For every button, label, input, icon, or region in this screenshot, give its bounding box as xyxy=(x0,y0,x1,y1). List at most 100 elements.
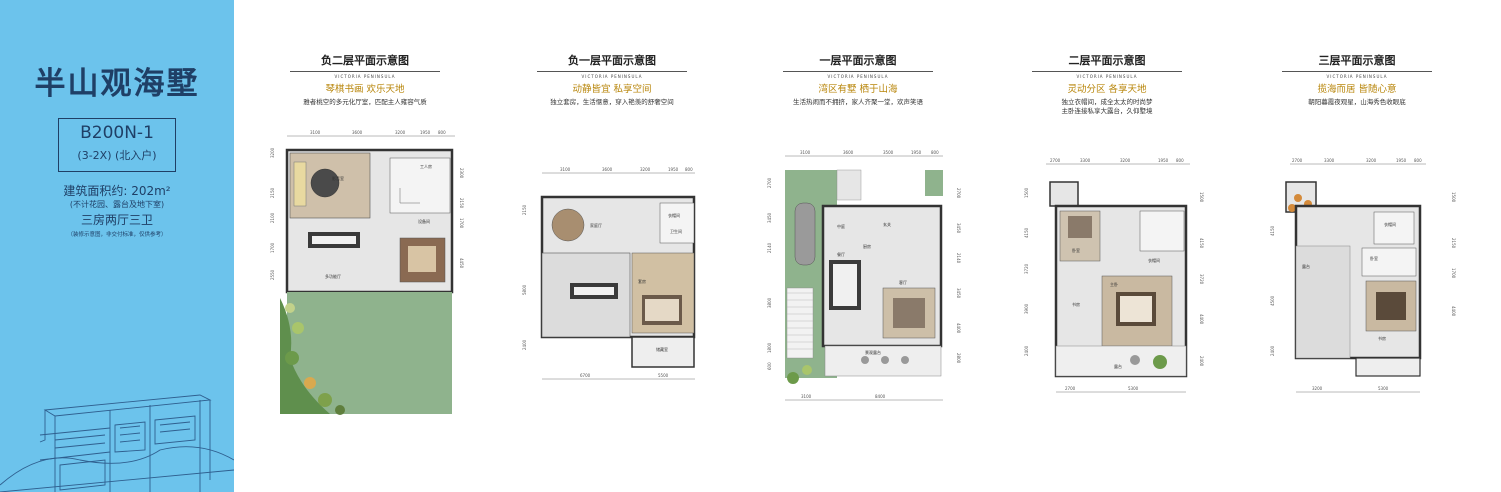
room-label: 套房 xyxy=(638,278,646,284)
floor-3-plan: 2700 3300 3200 1950 800 4150 4500 2400 1… xyxy=(1270,158,1456,393)
room-label: 衣帽间 xyxy=(668,212,680,218)
dim-label: 3720 xyxy=(1199,274,1204,285)
dim-label: 4150 xyxy=(1199,238,1204,249)
dimension-top: 3100 3600 3200 1950 800 xyxy=(542,167,695,174)
room-label: 设备间 xyxy=(418,218,430,224)
room-layout: 三房两厅三卫 xyxy=(80,213,153,227)
dim-label: 2300 xyxy=(459,168,464,179)
divider xyxy=(1032,71,1182,72)
model-subtitle: (3-2X) (北入户) xyxy=(77,149,157,162)
floor-1-tagline: 湾区有墅 栖于山海 xyxy=(818,84,898,95)
room-label: 卧室 xyxy=(1370,255,1378,261)
dimension-right: 2700 3450 2140 3450 4400 2800 xyxy=(956,188,961,364)
dim-label: 5300 xyxy=(1378,386,1389,391)
room-label: 多功能厅 xyxy=(325,273,341,279)
room-label: 景观露台 xyxy=(865,349,881,355)
floor-1-header: 一层平面示意图 VICTORIA PENINSULA 湾区有墅 栖于山海 生活热… xyxy=(778,52,938,107)
dim-label: 3100 xyxy=(800,150,811,155)
area-note: (不计花园、露台及地下室) xyxy=(69,200,165,209)
dimension-left: 4150 4500 2400 xyxy=(1270,225,1275,356)
dim-label: 800 xyxy=(1176,158,1184,163)
brand-label: VICTORIA PENINSULA xyxy=(581,74,643,79)
room-label: 露台 xyxy=(1114,363,1122,369)
dim-label: 2550 xyxy=(270,269,275,280)
brand-label: VICTORIA PENINSULA xyxy=(334,74,396,79)
villa-sketch-illustration xyxy=(0,394,234,492)
dim-label: 1950 xyxy=(1158,158,1169,163)
floor-2-tagline: 灵动分区 各享天地 xyxy=(1067,84,1147,95)
floor-b2-header: 负二层平面示意图 VICTORIA PENINSULA 琴棋书画 欢乐天地 雅者… xyxy=(285,52,445,107)
project-title: 半山观海墅 xyxy=(34,66,200,102)
divider xyxy=(783,71,933,72)
dim-label: 2700 xyxy=(1292,158,1303,163)
dim-label: 800 xyxy=(685,167,693,172)
dim-label: 2700 xyxy=(956,188,961,199)
room-label: 卧室 xyxy=(1072,247,1080,253)
dim-label: 1500 xyxy=(1024,187,1029,198)
floor-b2-plan: 3100 3600 3200 1950 800 2300 2150 1700 4… xyxy=(270,130,464,415)
dim-label: 4500 xyxy=(1270,295,1275,306)
floor-b1-title: 负一层平面示意图 xyxy=(568,54,656,67)
dim-label: 4150 xyxy=(1270,225,1275,236)
dimension-left: 2700 3450 2140 3800 1800 600 xyxy=(767,177,772,370)
dim-label: 4400 xyxy=(1451,306,1456,317)
dim-label: 3100 xyxy=(801,394,812,399)
room-label: 餐厅 xyxy=(837,251,845,257)
room-label: 储藏室 xyxy=(656,346,668,352)
dimension-right: 2300 2150 1700 4450 xyxy=(459,168,464,269)
dim-label: 2700 xyxy=(1065,386,1076,391)
dim-label: 2800 xyxy=(956,353,961,364)
floor-1-plan: 3100 3600 3500 1950 800 2700 3450 2140 3… xyxy=(767,150,961,401)
room-label: 衣帽间 xyxy=(1384,221,1396,227)
room-label: 中庭 xyxy=(837,223,845,229)
dim-label: 3800 xyxy=(767,297,772,308)
dim-label: 2150 xyxy=(1451,238,1456,249)
dimension-top: 2700 3300 3200 1950 800 xyxy=(1290,158,1426,165)
dimension-top: 3100 3600 3200 1950 800 xyxy=(287,130,455,137)
floor-2-header: 二层平面示意图 VICTORIA PENINSULA 灵动分区 各享天地 独立衣… xyxy=(1027,52,1187,116)
dimension-left: 1500 4150 3720 3900 2400 xyxy=(1024,187,1029,356)
garden-lawn xyxy=(287,292,452,414)
floor-b1-header: 负一层平面示意图 VICTORIA PENINSULA 动静皆宜 私享空间 独立… xyxy=(532,52,692,107)
dim-label: 3200 xyxy=(270,147,275,158)
dim-label: 2150 xyxy=(459,198,464,209)
floor-b1-tagline: 动静皆宜 私享空间 xyxy=(572,84,652,95)
dim-label: 6700 xyxy=(580,373,591,378)
floor-b1-plan: 3100 3600 3200 1950 800 2150 5800 2400 家… xyxy=(522,167,696,380)
dim-label: 2150 xyxy=(522,204,527,215)
dim-label: 2400 xyxy=(1270,345,1275,356)
floor-1-title: 一层平面示意图 xyxy=(819,54,897,67)
dim-label: 3200 xyxy=(1120,158,1131,163)
dim-label: 2700 xyxy=(1050,158,1061,163)
dim-label: 3450 xyxy=(767,212,772,223)
dim-label: 5300 xyxy=(1128,386,1139,391)
dim-label: 2100 xyxy=(270,212,275,223)
divider xyxy=(537,71,687,72)
dim-label: 3600 xyxy=(352,130,363,135)
room-label: 主卧 xyxy=(1110,281,1118,287)
floor-3-header: 三层平面示意图 VICTORIA PENINSULA 揽海而居 皆随心意 朝阳暮… xyxy=(1277,52,1437,107)
dim-label: 2150 xyxy=(270,187,275,198)
dimension-right: 1500 4150 3720 4400 2400 xyxy=(1199,192,1204,367)
dimension-top: 2700 3300 3200 1950 800 xyxy=(1046,158,1190,165)
dim-label: 3200 xyxy=(1312,386,1323,391)
floor-b2-description: 雅者桃空的多元化厅室，匹配主人雍容气质 xyxy=(303,98,427,106)
room-label: 工人房 xyxy=(420,163,432,169)
sidebar-panel: 半山观海墅 B200N-1 (3-2X) (北入户) 建筑面积约: 202m² … xyxy=(0,0,234,492)
room-label: 露台 xyxy=(1302,263,1310,269)
dim-label: 3100 xyxy=(560,167,571,172)
dim-label: 4150 xyxy=(1024,227,1029,238)
dimension-left: 2150 5800 2400 xyxy=(522,204,527,350)
dim-label: 3200 xyxy=(395,130,406,135)
dim-label: 3100 xyxy=(310,130,321,135)
dim-label: 1950 xyxy=(1396,158,1407,163)
dim-label: 3200 xyxy=(640,167,651,172)
dimension-left: 3200 2150 2100 1700 2550 xyxy=(270,147,275,280)
floor-3-description: 朝阳暮霞夜观星，山海秀色收眼底 xyxy=(1308,98,1406,106)
room-label: 影音室 xyxy=(332,175,344,181)
floor-b2-title: 负二层平面示意图 xyxy=(321,54,409,67)
dim-label: 800 xyxy=(931,150,939,155)
brand-label: VICTORIA PENINSULA xyxy=(1326,74,1388,79)
dim-label: 800 xyxy=(438,130,446,135)
dim-label: 1700 xyxy=(459,218,464,229)
